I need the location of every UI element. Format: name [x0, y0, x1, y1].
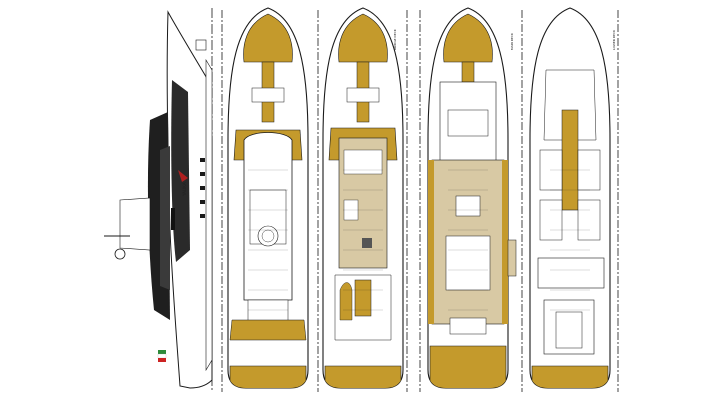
lower-deck-cabin-stbd-2 [577, 199, 601, 241]
sun-deck-console [251, 87, 285, 103]
main-deck-aft-sofa [449, 317, 487, 335]
main-deck-master-bed [447, 109, 489, 137]
bridge-deck-helm [343, 149, 383, 175]
lower-deck-cabin-port-2 [539, 199, 563, 241]
profile-glazing-upper [171, 80, 190, 262]
station-lines [221, 10, 619, 392]
sun-deck-aft-band [229, 319, 307, 341]
profile-glazing-mid [160, 146, 170, 290]
lower-deck-corridor [561, 109, 579, 211]
profile-logo-mark [178, 170, 188, 182]
main-deck-port-sidedeck [428, 160, 434, 324]
plan-detail-lines [248, 169, 590, 311]
lower-deck-tender [555, 311, 583, 349]
bridge-deck-stair [362, 238, 372, 248]
lower-deck-plan: LOWER DECK [529, 7, 616, 389]
profile-name-plate [171, 208, 175, 230]
lower-deck-crew-area [543, 69, 597, 141]
profile-arch [119, 197, 151, 251]
main-deck-label: MAIN DECK [510, 32, 514, 50]
bridge-deck-aft-sofa [339, 282, 353, 321]
boat-name-red: YALIKA [182, 182, 187, 197]
lower-deck-label: LOWER DECK [612, 29, 616, 50]
bridge-deck-plan: BRIDGE DECK [322, 7, 404, 389]
sun-deck-swim-platform [229, 365, 307, 388]
main-deck-lounge [445, 235, 491, 291]
lower-deck-swim-platform [531, 365, 609, 388]
main-deck-plan: MAIN DECK [427, 7, 517, 389]
lower-deck-engine-bulkhead [537, 257, 605, 289]
main-deck-fore-walkway [461, 61, 475, 83]
bridge-deck-dining-table [354, 279, 372, 317]
italian-flag-icon [157, 350, 167, 362]
profile-portholes [200, 158, 205, 218]
profile-hull-bottom [205, 58, 213, 372]
radar-dome [114, 248, 126, 260]
profile-bow-box [195, 39, 207, 51]
bridge-deck-swim-platform [324, 365, 402, 388]
main-deck-dining-table [455, 195, 481, 217]
bridge-deck-console [346, 87, 380, 103]
bridge-deck-label: BRIDGE DECK [393, 28, 397, 50]
sun-deck-jacuzzi [257, 225, 279, 247]
sun-deck-plan [227, 7, 309, 389]
side-profile-view: YALIKA [104, 8, 213, 392]
main-deck-aft-platform [429, 345, 507, 388]
main-deck-passerelle [507, 239, 517, 277]
main-deck-stbd-sidedeck [502, 160, 508, 324]
